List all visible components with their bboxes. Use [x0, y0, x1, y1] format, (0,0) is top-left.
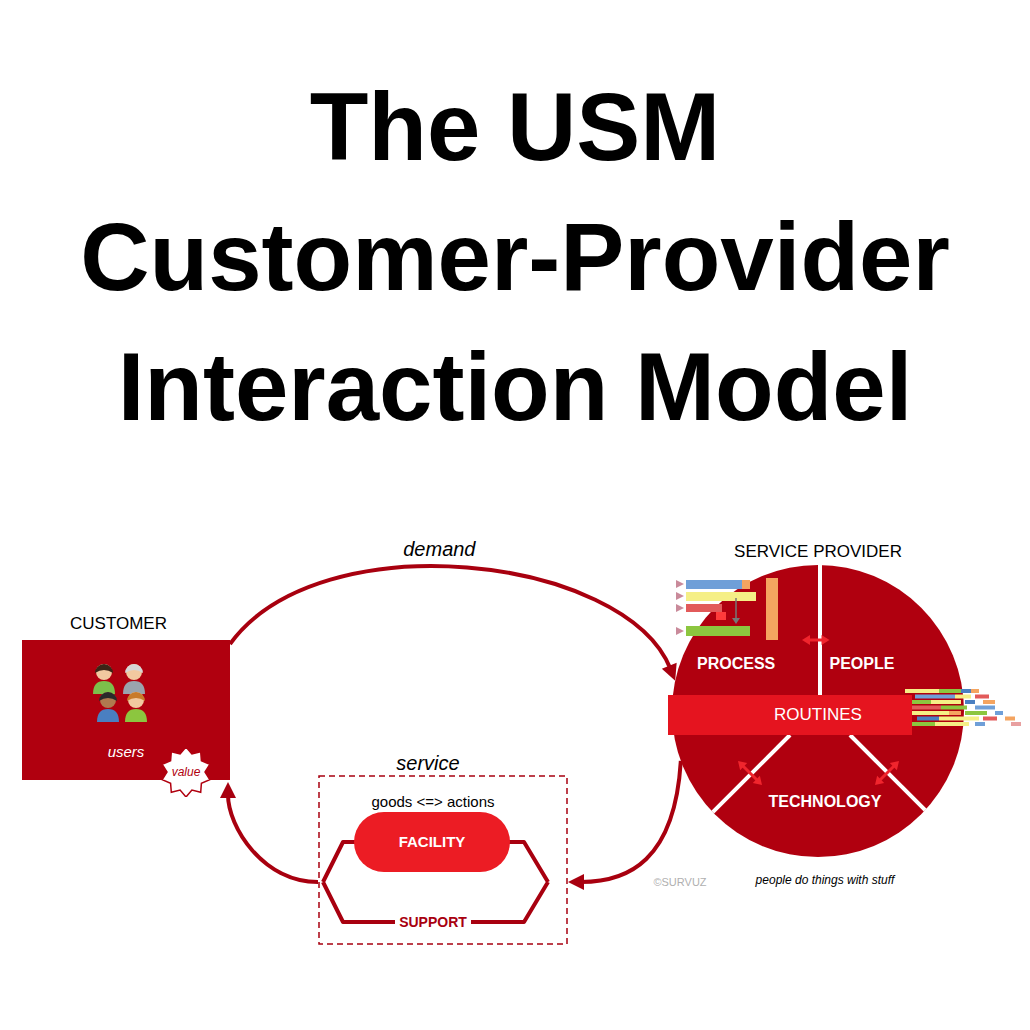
arrow-head — [875, 776, 884, 785]
gantt-bar — [975, 695, 989, 699]
gantt-marker — [676, 604, 684, 612]
arrow-shaft — [880, 766, 895, 781]
connector — [230, 566, 677, 681]
gantt-bar — [971, 689, 979, 693]
arrow-head — [753, 776, 762, 785]
process-sector: PROCESS — [697, 628, 802, 678]
connector-line — [808, 639, 823, 642]
support-label: SUPPORT — [395, 914, 471, 930]
diagram-title: The USM Customer-Provider Interaction Mo… — [70, 62, 960, 452]
person-body — [125, 709, 147, 722]
users-figures — [93, 664, 147, 722]
person-head — [128, 692, 144, 708]
facility-label: FACILITY — [354, 812, 510, 872]
gantt-marker — [676, 592, 684, 600]
sector-label: PEOPLE — [830, 654, 895, 674]
person-head — [126, 664, 142, 680]
gantt-bar — [742, 580, 750, 589]
person-head — [100, 692, 116, 708]
person-head — [96, 664, 112, 680]
value-burst: value — [161, 747, 211, 797]
service-subtext: goods <=> actions — [318, 793, 548, 811]
double-arrow — [875, 761, 899, 785]
gantt-bar — [686, 592, 756, 601]
gantt-bar — [905, 689, 939, 693]
gantt-bar — [1011, 722, 1021, 726]
customer-heading: CUSTOMER — [22, 612, 230, 640]
gantt-bar — [983, 717, 997, 721]
watermark: ©SURVUZ — [653, 876, 706, 889]
gantt-bar — [911, 706, 941, 710]
dashed-frame — [319, 776, 567, 944]
arrow-shaft — [743, 766, 758, 781]
double-arrow — [738, 761, 762, 785]
connector-line — [228, 795, 318, 882]
sector-label: PROCESS — [697, 654, 775, 674]
caption-note: people do things with stuff — [756, 873, 895, 887]
gantt-bar — [955, 695, 971, 699]
gantt-bar — [975, 722, 985, 726]
person-hair — [127, 692, 145, 701]
connector — [802, 635, 830, 645]
gantt-bar — [917, 717, 939, 721]
divider-line — [818, 565, 822, 695]
facility-pill: FACILITY — [354, 812, 510, 872]
band-label: ROUTINES — [724, 695, 912, 735]
gantt-bar — [686, 580, 748, 589]
gantt-bar — [686, 626, 750, 636]
gantt-bar — [949, 711, 961, 715]
routines-band: ROUTINES — [668, 695, 912, 735]
technology-sector: TECHNOLOGY — [757, 790, 893, 814]
gantt-bar — [995, 711, 1003, 715]
gantt-bar — [935, 722, 969, 726]
customer-node: CUSTOMERusersvalue — [22, 612, 230, 780]
gantt-bar — [686, 604, 722, 612]
gantt-bar — [939, 717, 979, 721]
service-heading: service — [318, 752, 568, 775]
gantt-bar — [939, 689, 961, 693]
gantt-bar — [915, 695, 955, 699]
gantt-bar — [983, 700, 995, 704]
connector — [568, 761, 681, 890]
person-body — [93, 681, 115, 694]
gantt-bar — [965, 700, 975, 704]
value-label: value — [161, 747, 211, 797]
person-hair — [125, 664, 143, 673]
connector-line — [230, 566, 670, 669]
gantt-bar — [931, 700, 961, 704]
users-icon — [22, 640, 230, 740]
people-sector: PEOPLE — [830, 628, 911, 678]
service-provider-circle: SERVICE PROVIDER PROCESS PEOPLE ROUTINES TEC… — [672, 538, 964, 858]
gantt-bar — [961, 689, 971, 693]
gantt-link-head — [732, 618, 740, 624]
gantt-link — [735, 598, 737, 620]
gantt-bar — [716, 612, 726, 620]
sector-label: TECHNOLOGY — [757, 790, 893, 814]
person-body — [97, 709, 119, 722]
gantt-bar — [941, 706, 967, 710]
gantt-bar — [965, 711, 987, 715]
person-hair — [95, 664, 113, 673]
gantt-bar — [1005, 717, 1015, 721]
edge-label: demand — [400, 538, 478, 561]
gantt-bar — [975, 706, 995, 710]
person-body — [123, 681, 145, 694]
provider-heading: SERVICE PROVIDER — [672, 538, 964, 565]
arrow-head — [738, 761, 747, 770]
gantt-marker — [676, 627, 684, 635]
connector-line — [581, 761, 681, 882]
person-hair — [99, 692, 117, 701]
arrow-head — [890, 761, 899, 770]
gantt-marker — [676, 580, 684, 588]
connector — [220, 782, 318, 882]
gantt-bar — [766, 578, 778, 640]
